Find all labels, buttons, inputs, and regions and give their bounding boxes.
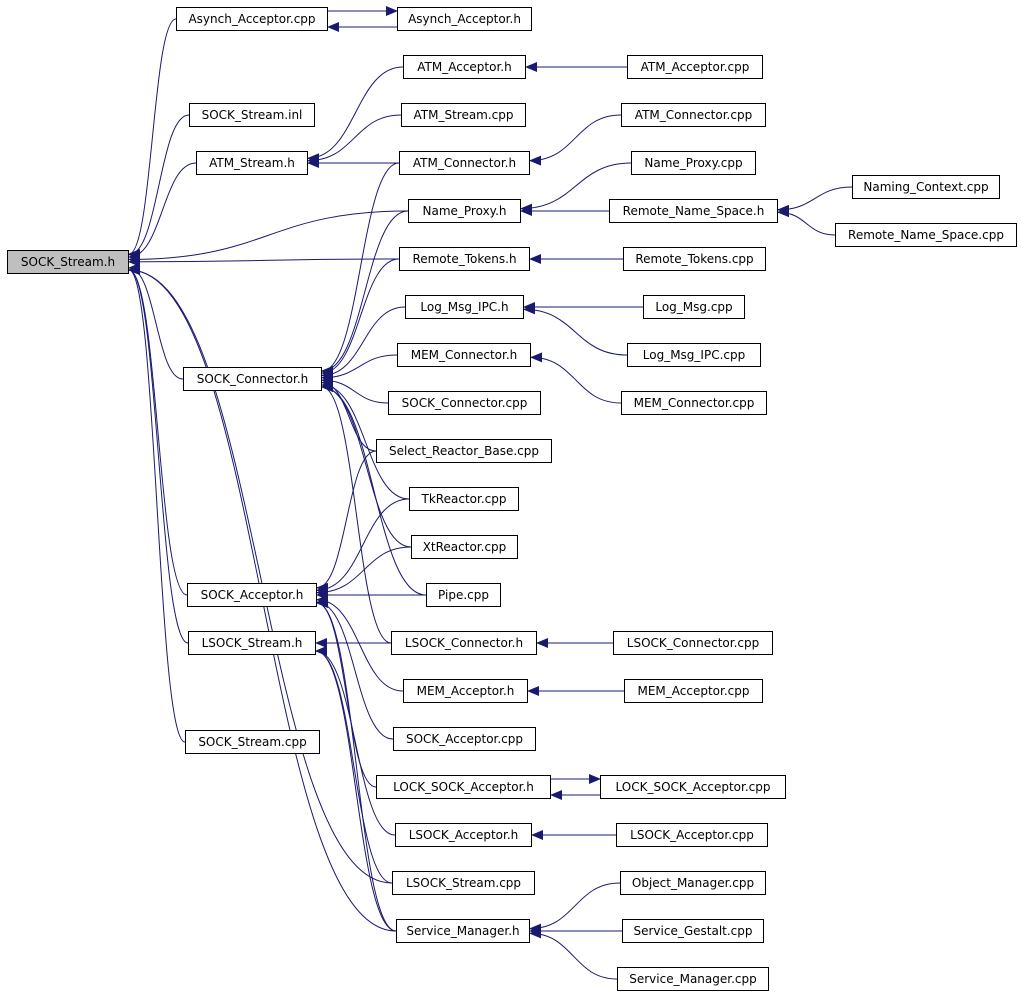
edge-service-manager-h-to-lsock-stream-h (315, 646, 397, 932)
edge-atm-stream-cpp-to-atm-stream-h (307, 114, 402, 166)
node-atm-connector-h[interactable]: ATM_Connector.h (399, 151, 530, 175)
node-sock-stream-cpp[interactable]: SOCK_Stream.cpp (185, 730, 320, 754)
node-atm-stream-cpp[interactable]: ATM_Stream.cpp (401, 103, 526, 127)
node-service-manager-cpp[interactable]: Service_Manager.cpp (617, 967, 769, 991)
edge-lsock-stream-cpp-to-sock-stream-h (128, 265, 393, 884)
node-remote-tokens-h[interactable]: Remote_Tokens.h (399, 247, 530, 271)
node-lsock-stream-h[interactable]: LSOCK_Stream.h (188, 631, 316, 655)
node-remote-tokens-cpp[interactable]: Remote_Tokens.cpp (623, 247, 766, 271)
node-atm-stream-h[interactable]: ATM_Stream.h (196, 151, 308, 175)
edge-lsock-stream-h-to-sock-stream-h (128, 265, 189, 644)
edge-name-proxy-h-to-sock-connector-h (321, 210, 409, 376)
node-sock-acceptor-h[interactable]: SOCK_Acceptor.h (187, 583, 317, 607)
node-lsock-connector-h[interactable]: LSOCK_Connector.h (391, 631, 537, 655)
edge-lsock-acceptor-h-to-lsock-stream-h (315, 646, 396, 836)
node-naming-context-cpp[interactable]: Naming_Context.cpp (852, 175, 1000, 199)
node-atm-acceptor-h[interactable]: ATM_Acceptor.h (403, 55, 526, 79)
edge-remote-tokens-h-to-sock-stream-h (128, 256, 400, 267)
node-remote-name-space-cpp[interactable]: Remote_Name_Space.cpp (835, 223, 1017, 247)
edge-log-msg-ipc-h-to-sock-connector-h (321, 306, 406, 381)
edge-sock-acceptor-cpp-to-sock-acceptor-h (316, 597, 394, 740)
edge-mem-acceptor-h-to-sock-acceptor-h (316, 594, 404, 692)
node-object-manager-cpp[interactable]: Object_Manager.cpp (620, 871, 766, 895)
edge-asynch-acceptor-cpp-to-sock-stream-h (128, 18, 177, 259)
edge-mem-connector-cpp-to-mem-connector-h (530, 352, 622, 404)
edge-sock-connector-cpp-to-sock-connector-h (321, 375, 389, 404)
node-sock-stream-inl[interactable]: SOCK_Stream.inl (189, 103, 315, 127)
node-mem-connector-h[interactable]: MEM_Connector.h (397, 343, 531, 367)
node-log-msg-cpp[interactable]: Log_Msg.cpp (643, 295, 745, 319)
edge-tkreactor-cpp-to-sock-connector-h (321, 380, 410, 500)
node-atm-acceptor-cpp[interactable]: ATM_Acceptor.cpp (627, 55, 763, 79)
node-lock-sock-acceptor-cpp[interactable]: LOCK_SOCK_Acceptor.cpp (600, 775, 786, 799)
node-sock-connector-cpp[interactable]: SOCK_Connector.cpp (388, 391, 541, 415)
edge-atm-connector-cpp-to-atm-connector-h (529, 114, 622, 166)
edge-tkreactor-cpp-to-sock-acceptor-h (316, 498, 410, 596)
node-mem-connector-cpp[interactable]: MEM_Connector.cpp (621, 391, 767, 415)
edge-lsock-connector-h-to-sock-connector-h (321, 382, 392, 644)
edge-name-proxy-h-to-sock-stream-h (128, 210, 409, 265)
edge-atm-stream-h-to-sock-stream-h (128, 162, 197, 263)
node-xtreactor-cpp[interactable]: XtReactor.cpp (411, 535, 518, 559)
node-atm-connector-cpp[interactable]: ATM_Connector.cpp (621, 103, 766, 127)
edge-service-manager-cpp-to-service-manager-h (529, 928, 618, 980)
node-service-gestalt-cpp[interactable]: Service_Gestalt.cpp (622, 919, 764, 943)
node-tkreactor-cpp[interactable]: TkReactor.cpp (409, 487, 519, 511)
node-pipe-cpp[interactable]: Pipe.cpp (426, 583, 501, 607)
edge-select-reactor-base-cpp-to-sock-acceptor-h (316, 450, 377, 593)
edge-lsock-stream-cpp-to-lsock-stream-h (315, 646, 393, 884)
node-sock-stream-h[interactable]: SOCK_Stream.h (7, 250, 129, 274)
node-lsock-acceptor-cpp[interactable]: LSOCK_Acceptor.cpp (616, 823, 768, 847)
node-lsock-stream-cpp[interactable]: LSOCK_Stream.cpp (392, 871, 535, 895)
edge-xtreactor-cpp-to-sock-acceptor-h (316, 546, 412, 598)
node-select-reactor-base-cpp[interactable]: Select_Reactor_Base.cpp (376, 439, 552, 463)
edge-lock-sock-acceptor-h-to-sock-acceptor-h (316, 598, 377, 788)
node-sock-connector-h[interactable]: SOCK_Connector.h (183, 367, 322, 391)
edge-atm-connector-h-to-sock-connector-h (321, 162, 400, 376)
edge-log-msg-ipc-cpp-to-log-msg-ipc-h (523, 304, 628, 356)
node-log-msg-ipc-h[interactable]: Log_Msg_IPC.h (405, 295, 524, 319)
node-asynch-acceptor-h[interactable]: Asynch_Acceptor.h (397, 7, 532, 31)
node-lsock-connector-cpp[interactable]: LSOCK_Connector.cpp (613, 631, 773, 655)
node-name-proxy-cpp[interactable]: Name_Proxy.cpp (631, 151, 756, 175)
edge-service-manager-h-to-sock-acceptor-h (316, 598, 397, 932)
node-lock-sock-acceptor-h[interactable]: LOCK_SOCK_Acceptor.h (376, 775, 551, 799)
edge-sock-acceptor-h-to-sock-stream-h (128, 265, 188, 596)
node-sock-acceptor-cpp[interactable]: SOCK_Acceptor.cpp (393, 727, 536, 751)
edge-pipe-cpp-to-sock-connector-h (321, 382, 427, 596)
node-mem-acceptor-h[interactable]: MEM_Acceptor.h (403, 679, 528, 703)
node-mem-acceptor-cpp[interactable]: MEM_Acceptor.cpp (624, 679, 763, 703)
edge-remote-tokens-h-to-sock-connector-h (321, 258, 400, 378)
edge-sock-stream-cpp-to-sock-stream-h (128, 265, 186, 743)
node-service-manager-h[interactable]: Service_Manager.h (396, 919, 530, 943)
node-asynch-acceptor-cpp[interactable]: Asynch_Acceptor.cpp (176, 7, 328, 31)
edge-name-proxy-cpp-to-name-proxy-h (520, 162, 632, 214)
edge-object-manager-cpp-to-service-manager-h (529, 882, 621, 934)
node-remote-name-space-h[interactable]: Remote_Name_Space.h (609, 199, 778, 223)
node-log-msg-ipc-cpp[interactable]: Log_Msg_IPC.cpp (627, 343, 761, 367)
node-name-proxy-h[interactable]: Name_Proxy.h (408, 199, 521, 223)
edge-naming-context-cpp-to-remote-name-space-h (777, 186, 853, 215)
edge-atm-acceptor-h-to-atm-stream-h (307, 66, 404, 164)
edge-remote-name-space-cpp-to-remote-name-space-h (777, 207, 836, 236)
edge-sock-stream-inl-to-sock-stream-h (128, 114, 190, 260)
node-lsock-acceptor-h[interactable]: LSOCK_Acceptor.h (395, 823, 532, 847)
